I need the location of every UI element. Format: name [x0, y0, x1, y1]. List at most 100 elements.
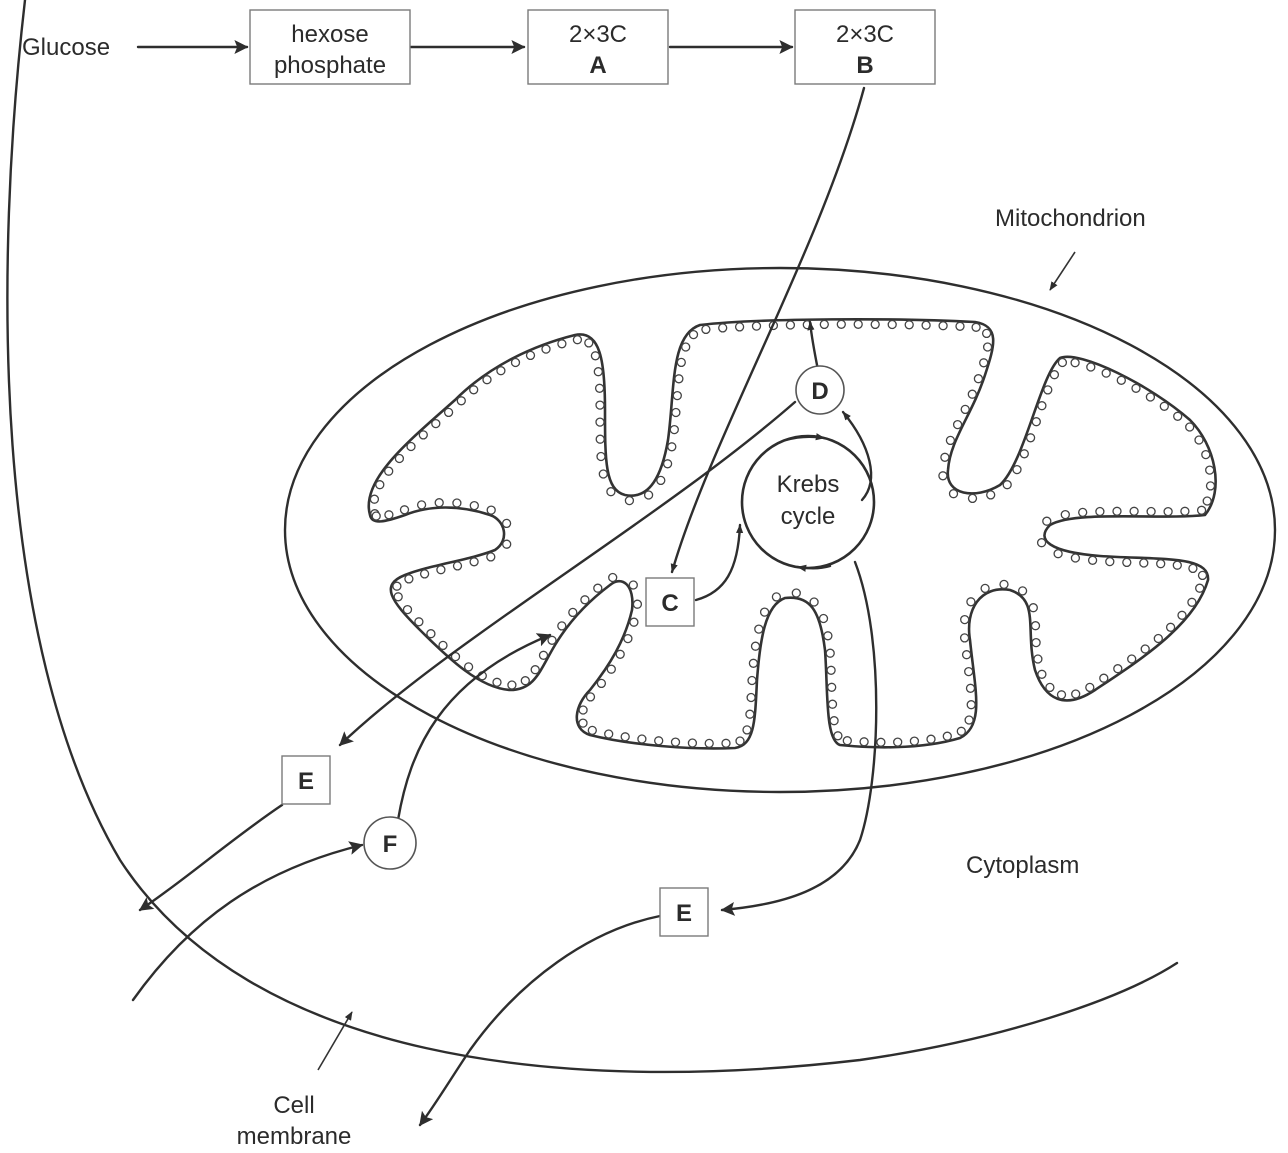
stalked-particle: [1071, 554, 1079, 562]
stalked-particle: [404, 606, 412, 614]
stalked-particle: [558, 340, 566, 348]
stalked-particle: [1032, 418, 1040, 426]
stalked-particle: [596, 435, 604, 443]
a-label-line2: A: [589, 52, 606, 79]
stalked-particle: [596, 384, 604, 392]
stalked-particle: [1038, 670, 1046, 678]
stalked-particle: [633, 600, 641, 608]
stalked-particle: [503, 519, 511, 527]
stalked-particle: [1086, 683, 1094, 691]
stalked-particle: [1100, 674, 1108, 682]
cell-membrane: [7, 0, 1177, 1072]
stalked-particle: [1027, 434, 1035, 442]
stalked-particle: [470, 386, 478, 394]
stalked-particle: [827, 666, 835, 674]
stalked-particle: [1147, 508, 1155, 516]
stalked-particle: [987, 491, 995, 499]
stalked-particle: [968, 390, 976, 398]
stalked-particle: [1072, 690, 1080, 698]
stalked-particle: [487, 506, 495, 514]
stalked-particle: [967, 598, 975, 606]
stalked-particle: [527, 351, 535, 359]
stalked-particle: [820, 615, 828, 623]
stalked-particle: [376, 481, 384, 489]
stalked-particle: [394, 593, 402, 601]
stalked-particle: [743, 726, 751, 734]
stalked-particle: [826, 649, 834, 657]
stalked-particle: [719, 324, 727, 332]
stalked-particle: [465, 663, 473, 671]
stalked-particle: [828, 683, 836, 691]
stalked-particle: [969, 494, 977, 502]
stalked-particle: [747, 694, 755, 702]
stalked-particle: [983, 329, 991, 337]
stalked-particle: [1146, 393, 1154, 401]
stalked-particle: [470, 558, 478, 566]
stalked-particle: [888, 321, 896, 329]
stalked-particle: [749, 659, 757, 667]
stalked-particle: [453, 499, 461, 507]
stalked-particle: [1061, 511, 1069, 519]
e-outer-exit-arrow: [420, 916, 660, 1125]
stalked-particle: [512, 359, 520, 367]
stalked-particle: [483, 376, 491, 384]
stalked-particle: [630, 618, 638, 626]
stalked-particle: [941, 453, 949, 461]
stalked-particle: [1132, 384, 1140, 392]
stalked-particle: [624, 635, 632, 643]
stalked-particle: [588, 726, 596, 734]
stalked-particle: [1003, 481, 1011, 489]
stalked-particle: [672, 738, 680, 746]
stalked-particle: [421, 570, 429, 578]
stalked-particle: [1046, 683, 1054, 691]
stalked-particle: [1044, 386, 1052, 394]
stalked-particle: [385, 511, 393, 519]
hexose-label-line2: phosphate: [274, 52, 386, 79]
stalked-particle: [753, 322, 761, 330]
stalked-particle: [965, 716, 973, 724]
stalked-particle: [581, 596, 589, 604]
stalked-particle: [1195, 436, 1203, 444]
stalked-particle: [1167, 623, 1175, 631]
stalked-particle: [834, 732, 842, 740]
stalked-particle: [690, 331, 698, 339]
stalked-particle: [981, 584, 989, 592]
stalked-particle: [596, 418, 604, 426]
stalked-particle: [569, 608, 577, 616]
stalked-particle: [435, 499, 443, 507]
stalked-particle: [609, 574, 617, 582]
stalked-particle: [1160, 402, 1168, 410]
stalked-particle: [682, 343, 690, 351]
stalked-particle: [961, 634, 969, 642]
stalked-particle: [752, 642, 760, 650]
stalked-particle: [1128, 655, 1136, 663]
stalked-particle: [439, 641, 447, 649]
stalked-particle: [372, 512, 380, 520]
hexose-label-line1: hexose: [291, 21, 368, 48]
stalked-particle: [961, 405, 969, 413]
stalked-particle: [860, 738, 868, 746]
stalked-particle: [1130, 507, 1138, 515]
stalked-particle: [722, 739, 730, 747]
stalked-particle: [1050, 371, 1058, 379]
stalked-particle: [470, 502, 478, 510]
stalked-particle: [558, 622, 566, 630]
stalked-particle: [1114, 665, 1122, 673]
stalked-particle: [950, 490, 958, 498]
stalked-particle: [1123, 558, 1131, 566]
stalked-particle: [1189, 564, 1197, 572]
stalked-particle: [657, 476, 665, 484]
f-to-membrane-arrow: [398, 635, 550, 820]
stalked-particle: [542, 345, 550, 353]
stalked-particle: [1106, 558, 1114, 566]
krebs-cycle-circle: [742, 436, 874, 568]
stalked-particle: [1141, 645, 1149, 653]
stalked-particle: [877, 738, 885, 746]
d-to-membrane-arrow: [810, 322, 818, 370]
stalked-particle: [871, 320, 879, 328]
stalked-particle: [1154, 635, 1162, 643]
cytoplasm-label: Cytoplasm: [966, 852, 1079, 879]
stalked-particle: [457, 397, 465, 405]
stalked-particle: [1164, 508, 1172, 516]
stalked-particle: [599, 470, 607, 478]
